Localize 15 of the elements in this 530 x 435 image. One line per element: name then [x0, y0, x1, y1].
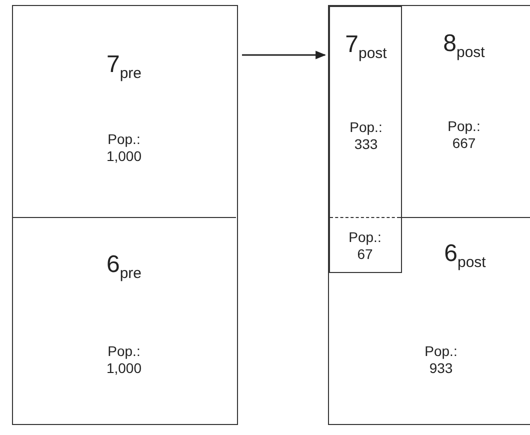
map-box	[328, 5, 530, 425]
population-label: Pop.: 1,000	[105, 131, 143, 165]
population-label: Pop.: 1,000	[105, 343, 143, 377]
district-label: 7$_{post}$	[344, 31, 388, 64]
population-label: Pop.: 667	[446, 118, 482, 152]
district-label: 7$_{pre}$	[105, 51, 143, 84]
population-label: Pop.: 67	[348, 229, 382, 263]
population-label: Pop.: 933	[424, 343, 458, 377]
district-label: 6$_{post}$	[443, 240, 487, 273]
map-box	[12, 5, 238, 425]
arrow	[242, 50, 326, 60]
district-label: 6$_{pre}$	[105, 251, 143, 284]
district-label: 8$_{post}$	[442, 30, 486, 63]
population-label: Pop.: 333	[348, 119, 384, 153]
district-region	[329, 6, 402, 273]
